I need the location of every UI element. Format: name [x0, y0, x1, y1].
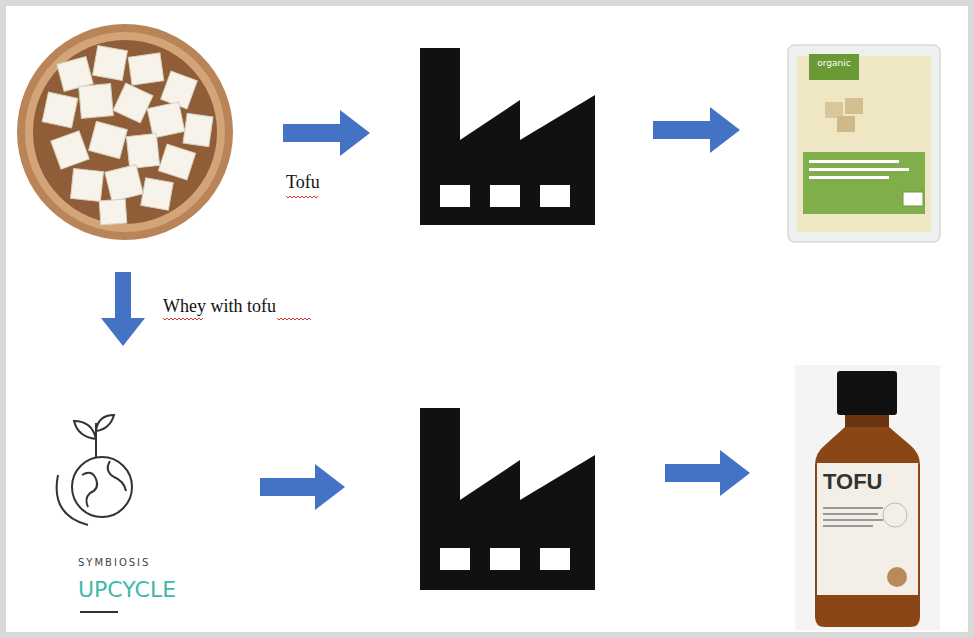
bottle-label: TOFU: [823, 469, 913, 495]
tofu-bowl: [17, 24, 233, 240]
tofu-package-art: [785, 42, 943, 245]
arrow-label: Tofu: [286, 172, 320, 193]
product-bottle-art: [795, 365, 940, 630]
tofu-package: organic: [785, 42, 943, 245]
logo-title: UPCYCLE: [78, 577, 208, 602]
logo-subtitle: SYMBIOSIS: [78, 557, 208, 568]
brand-text: organic: [809, 58, 859, 68]
factory-icon: [420, 48, 595, 225]
arrow-label: Whey with tofu: [163, 296, 276, 317]
product-bottle: TOFU: [795, 365, 940, 630]
spellcheck-underline: [163, 196, 318, 320]
upcycle-logo: SYMBIOSIS UPCYCLE: [40, 405, 210, 620]
factory-icon: [420, 408, 595, 590]
